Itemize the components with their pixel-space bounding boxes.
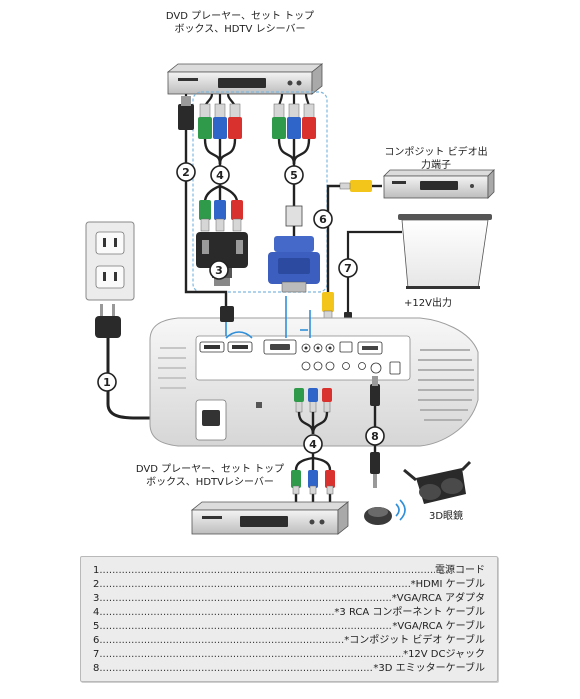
legend-number: 7 <box>93 649 100 660</box>
marker-8: 8 <box>365 426 385 446</box>
dvd-bottom-label: DVD プレーヤー、セット トップ ボックス、HDTVレシーバー <box>120 463 300 489</box>
3d-emitter-icon <box>364 499 406 525</box>
legend-row: 2 *HDMI ケーブル <box>93 576 485 590</box>
hdmi-connector-top-icon <box>178 96 194 130</box>
connection-arrows <box>225 296 311 339</box>
legend-row: 1 電源コード <box>93 562 485 576</box>
legend-leader-dots <box>99 579 410 590</box>
marker-number: 8 <box>371 430 379 443</box>
marker-4: 4 <box>210 165 230 185</box>
dvd-player-top-icon <box>166 63 324 95</box>
wall-outlet-icon <box>85 221 135 301</box>
projection-screen-icon <box>398 214 492 289</box>
composite-source-label-line2: 力端子 <box>421 160 451 171</box>
dvd-top-label-line2: ボックス、HDTV レシーバー <box>174 24 306 35</box>
legend-text: *HDMI ケーブル <box>410 579 485 590</box>
legend-text: *12V DCジャック <box>403 649 485 660</box>
marker-circle <box>303 434 323 454</box>
legend-row: 6 *コンポジット ビデオ ケーブル <box>93 632 485 646</box>
marker-circle <box>97 372 117 392</box>
rca-connectors-5-top-icon <box>272 103 316 139</box>
marker-number: 7 <box>344 262 352 275</box>
projector-icon <box>149 317 479 447</box>
marker-number: 4 <box>309 438 317 451</box>
legend-number: 5 <box>93 621 100 632</box>
marker-number: 4 <box>216 169 224 182</box>
composite-source-device-icon <box>383 169 495 199</box>
cable-legend: 1 電源コード 2 *HDMI ケーブル 3 *VGA/RCA アダプタ 4 *3 RCA コ… <box>80 556 498 682</box>
marker-3: 3 <box>209 260 229 280</box>
legend-number: 2 <box>93 579 100 590</box>
marker-4: 4 <box>303 434 323 454</box>
marker-5: 5 <box>284 165 304 185</box>
composite-source-label: コンポジット ビデオ出 力端子 <box>376 146 496 172</box>
marker-number: 3 <box>215 264 223 277</box>
dvd-player-bottom-icon <box>190 501 350 535</box>
legend-text: *3D エミッターケーブル <box>373 663 485 674</box>
legend-text: *VGA/RCA ケーブル <box>392 621 485 632</box>
dvd-bottom-label-line1: DVD プレーヤー、セット トップ <box>135 464 285 475</box>
legend-leader-dots <box>99 607 334 618</box>
connection-diagram: 1 2 3 4 5 6 7 8 4 <box>85 63 495 535</box>
legend-text: *コンポジット ビデオ ケーブル <box>344 635 485 646</box>
marker-circle <box>176 162 196 182</box>
marker-circle <box>338 258 358 278</box>
marker-circle <box>365 426 385 446</box>
bottom-component-cables <box>291 388 335 504</box>
legend-row: 3 *VGA/RCA アダプタ <box>93 590 485 604</box>
3d-glasses-icon <box>403 460 472 504</box>
marker-2: 2 <box>176 162 196 182</box>
dvd-top-label-line1: DVD プレーヤー、セット トップ <box>165 11 315 22</box>
legend-leader-dots <box>99 565 435 576</box>
legend-row: 5 *VGA/RCA ケーブル <box>93 618 485 632</box>
legend-row: 8 *3D エミッターケーブル <box>93 660 485 674</box>
dvd-top-label: DVD プレーヤー、セット トップ ボックス、HDTV レシーバー <box>150 10 330 36</box>
legend-number: 3 <box>93 593 100 604</box>
marker-number: 5 <box>290 169 298 182</box>
legend-text: 電源コード <box>435 565 485 576</box>
rca-connectors-4-top-icon <box>198 103 242 139</box>
legend-row: 4 *3 RCA コンポーネント ケーブル <box>93 604 485 618</box>
legend-text: *VGA/RCA アダプタ <box>391 593 485 604</box>
marker-circle <box>209 260 229 280</box>
marker-circle <box>284 165 304 185</box>
glasses-label: 3D眼鏡 <box>428 511 464 522</box>
marker-1: 1 <box>97 372 117 392</box>
marker-7: 7 <box>338 258 358 278</box>
legend-text: *3 RCA コンポーネント ケーブル <box>334 607 485 618</box>
vga-connector-icon <box>268 205 320 293</box>
marker-6: 6 <box>313 209 333 229</box>
marker-number: 2 <box>182 166 190 179</box>
marker-number: 1 <box>103 376 111 389</box>
hdmi-plug-projector-icon <box>220 306 234 322</box>
dc-out-label: +12V出力 <box>404 298 452 309</box>
marker-number: 6 <box>319 213 327 226</box>
rca-connectors-adapter-icon <box>199 200 243 232</box>
marker-circle <box>313 209 333 229</box>
composite-cable-icon <box>322 180 382 324</box>
legend-number: 8 <box>93 663 100 674</box>
marker-circle <box>210 165 230 185</box>
legend-number: 4 <box>93 607 100 618</box>
legend-number: 1 <box>93 565 100 576</box>
legend-row: 7 *12V DCジャック <box>93 646 485 660</box>
legend-number: 6 <box>93 635 100 646</box>
legend-leader-dots <box>99 635 344 646</box>
legend-leader-dots <box>99 663 373 674</box>
composite-source-label-line1: コンポジット ビデオ出 <box>384 147 488 158</box>
legend-leader-dots <box>99 649 403 660</box>
dvd-bottom-label-line2: ボックス、HDTVレシーバー <box>146 477 274 488</box>
